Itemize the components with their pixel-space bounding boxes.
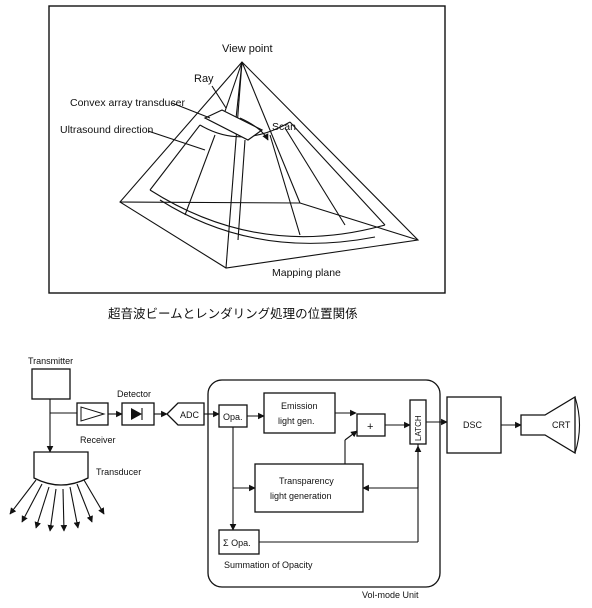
beam-7	[76, 483, 93, 523]
adder-label: +	[367, 421, 373, 433]
pyramid-base-right	[299, 202, 419, 241]
beam-1	[9, 479, 37, 515]
amplifier-icon	[80, 406, 106, 422]
convex-array-transducer-shape	[203, 109, 264, 141]
transparency-label-line2: light generation	[270, 491, 332, 501]
transducer-beams	[9, 479, 105, 532]
dsc-label: DSC	[463, 420, 483, 430]
sector-ray-2	[237, 139, 246, 241]
sector-ray-3	[269, 134, 301, 236]
beam-4	[47, 488, 57, 532]
transmitter-label: Transmitter	[28, 356, 73, 366]
emission-label-line1: Emission	[281, 401, 318, 411]
sector-ray-1	[184, 134, 216, 216]
mapping-plane-label: Mapping plane	[272, 267, 341, 279]
view-point-label: View point	[222, 43, 273, 55]
beam-5	[60, 488, 68, 532]
vol-mode-unit-frame	[207, 379, 441, 588]
latch-label: LATCH	[414, 415, 423, 441]
sector-left-edge	[149, 124, 201, 191]
pyramid-back-edge	[241, 61, 301, 204]
ultrasound-direction-leader	[147, 130, 206, 151]
view-frustum-pyramid	[119, 61, 420, 269]
transparency-label-line1: Transparency	[279, 476, 334, 486]
figure-caption: 超音波ビームとレンダリング処理の位置関係	[108, 306, 358, 321]
sector-right-edge	[289, 121, 386, 226]
opa-label: Opa.	[223, 412, 243, 422]
sector-ray-4	[284, 127, 346, 226]
sum-opa-box	[218, 529, 260, 555]
figure-frame	[48, 5, 446, 294]
beam-3	[34, 486, 50, 529]
sector-far-arc-lower	[159, 199, 376, 244]
emission-light-gen-box	[263, 392, 336, 434]
detector-label: Detector	[117, 389, 151, 399]
scan-label: Scan	[272, 121, 296, 133]
pyramid-front-edge	[225, 61, 243, 269]
scan-arrow	[239, 117, 269, 141]
ray-line	[221, 61, 243, 121]
ray-leader	[211, 85, 227, 109]
receiver-label: Receiver	[80, 435, 116, 445]
transparency-light-generation-box	[254, 463, 364, 513]
adc-label: ADC	[180, 410, 200, 420]
beam-8	[83, 479, 105, 515]
diode-icon	[131, 408, 142, 420]
pyramid-base-back	[119, 201, 301, 204]
transmitter-box	[31, 368, 71, 400]
ultrasound-direction-label: Ultrasound direction	[60, 124, 154, 136]
summation-of-opacity-label: Summation of Opacity	[224, 560, 313, 570]
crt-screen-curve	[574, 396, 581, 454]
crt-label: CRT	[552, 420, 571, 430]
vol-mode-unit-label: Vol-mode Unit	[362, 590, 419, 600]
convex-array-transducer-label: Convex array transducer	[70, 97, 185, 109]
sum-opa-label: Σ Opa.	[223, 538, 251, 548]
block-diagram: Transmitter Receiver Detector ADC Vol-mo…	[9, 356, 581, 600]
beam-2	[21, 483, 43, 523]
ray-label: Ray	[194, 73, 214, 85]
transparency-to-plus-arrow	[344, 430, 358, 441]
transducer-leader	[171, 102, 211, 119]
emission-label-line2: light gen.	[278, 416, 315, 426]
transducer-label: Transducer	[96, 467, 141, 477]
rendering-geometry-figure: View point Ray Convex array transducer U…	[48, 5, 446, 294]
transducer-body	[33, 451, 89, 486]
sector-far-arc	[149, 189, 386, 238]
beam-6	[69, 486, 81, 529]
